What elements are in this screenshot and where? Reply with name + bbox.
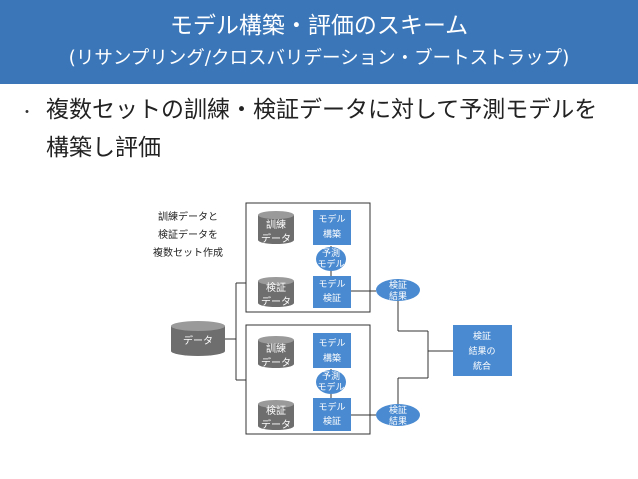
set1-predict-model: 予測 モデル	[316, 247, 346, 271]
integration-box: 検証 結果の 統合	[453, 325, 512, 376]
svg-text:モデル: モデル	[318, 401, 345, 413]
set2-build-model: モデル 構築	[313, 333, 351, 368]
svg-text:統合: 統合	[473, 360, 491, 372]
set1-train-data: 訓練 データ	[258, 211, 294, 245]
set1-frame	[245, 202, 371, 313]
note-line-3: 複数セット作成	[153, 246, 223, 259]
svg-text:訓練: 訓練	[266, 218, 286, 231]
svg-text:データ: データ	[261, 295, 291, 308]
svg-text:検証: 検証	[266, 281, 286, 294]
slide-subtitle: (リサンプリング/クロスバリデーション・ブートストラップ)	[68, 48, 570, 69]
svg-text:結果: 結果	[389, 290, 407, 302]
header: モデル構築・評価のスキーム (リサンプリング/クロスバリデーション・ブートストラ…	[0, 0, 638, 84]
svg-text:検証: 検証	[323, 292, 341, 304]
set1-valid-data: 検証 データ	[258, 277, 294, 308]
svg-text:訓練: 訓練	[266, 342, 286, 355]
svg-text:構築: 構築	[323, 352, 341, 364]
svg-text:データ: データ	[261, 232, 291, 245]
set1-build-model: モデル 構築	[313, 210, 351, 245]
set2-predict-model: 予測 モデル	[316, 370, 346, 394]
note-line-2: 検証データを	[158, 228, 218, 241]
data-store-label: データ	[183, 334, 213, 347]
svg-text:モデル: モデル	[318, 213, 345, 225]
svg-text:データ: データ	[261, 418, 291, 431]
set2-valid-data: 検証 データ	[258, 400, 294, 431]
svg-text:検証: 検証	[473, 330, 491, 342]
svg-text:検証: 検証	[266, 404, 286, 417]
svg-text:モデル: モデル	[318, 278, 345, 290]
svg-text:予測: 予測	[322, 370, 340, 382]
svg-text:データ: データ	[261, 356, 291, 369]
set2-validate-model: モデル 検証	[313, 398, 351, 431]
set1-result: 検証 結果	[376, 279, 420, 302]
set1-validate-model: モデル 検証	[313, 276, 351, 308]
svg-text:検証: 検証	[323, 415, 341, 427]
svg-text:モデル: モデル	[317, 381, 344, 393]
svg-text:モデル: モデル	[317, 258, 344, 270]
svg-text:検証: 検証	[389, 279, 407, 291]
slide-title: モデル構築・評価のスキーム	[169, 13, 469, 39]
svg-text:結果の: 結果の	[468, 345, 495, 357]
note-line-1: 訓練データと	[158, 210, 218, 223]
svg-text:構築: 構築	[323, 228, 341, 240]
svg-text:モデル: モデル	[318, 337, 345, 349]
svg-text:予測: 予測	[322, 247, 340, 259]
set2-train-data: 訓練 データ	[258, 336, 294, 369]
data-store-cylinder: データ	[171, 321, 225, 356]
set2-result: 検証 結果	[376, 404, 420, 427]
svg-text:検証: 検証	[389, 404, 407, 416]
bullet-text: 複数セットの訓練・検証データに対して予測モデルを構築し評価	[46, 97, 598, 161]
svg-text:結果: 結果	[389, 415, 407, 427]
bullet-marker: ・	[20, 105, 34, 121]
